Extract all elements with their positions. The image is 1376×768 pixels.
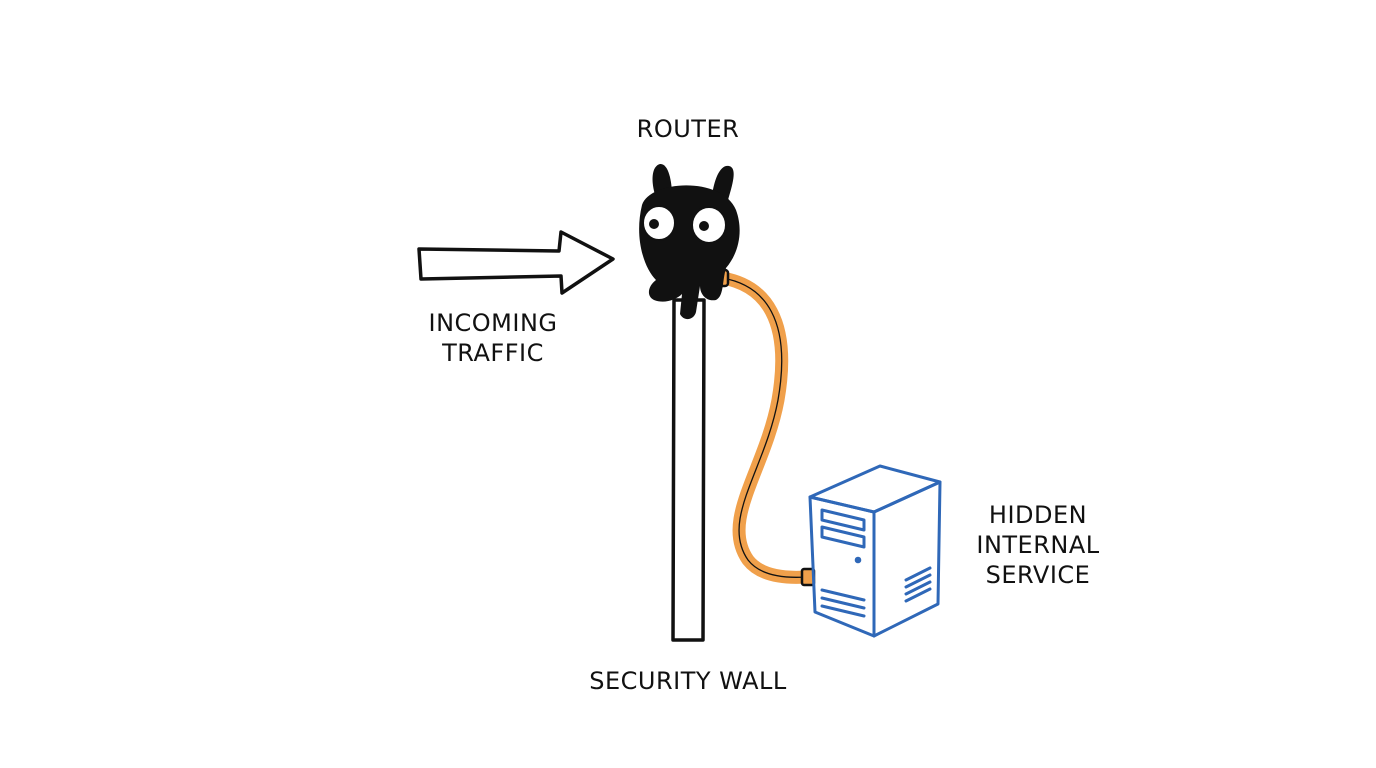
wall-post-icon (671, 298, 706, 642)
security-wall-label: SECURITY WALL (568, 666, 808, 696)
cable-icon (712, 268, 816, 587)
hidden-service-line-2: INTERNAL (976, 531, 1100, 559)
incoming-traffic-label: INCOMING TRAFFIC (408, 308, 578, 368)
router-label-text: ROUTER (636, 115, 740, 143)
hidden-service-line-3: SERVICE (985, 561, 1091, 589)
right-arrow-icon (417, 230, 615, 295)
hidden-internal-service-label: HIDDEN INTERNAL SERVICE (958, 500, 1118, 590)
incoming-traffic-line-2: TRAFFIC (442, 339, 544, 367)
router-label: ROUTER (608, 114, 768, 144)
router-creature-icon (639, 163, 740, 320)
hidden-service-line-1: HIDDEN (988, 501, 1088, 529)
incoming-traffic-line-1: INCOMING (428, 309, 558, 337)
security-wall-label-text: SECURITY WALL (589, 667, 787, 695)
server-tower-icon (808, 464, 942, 638)
